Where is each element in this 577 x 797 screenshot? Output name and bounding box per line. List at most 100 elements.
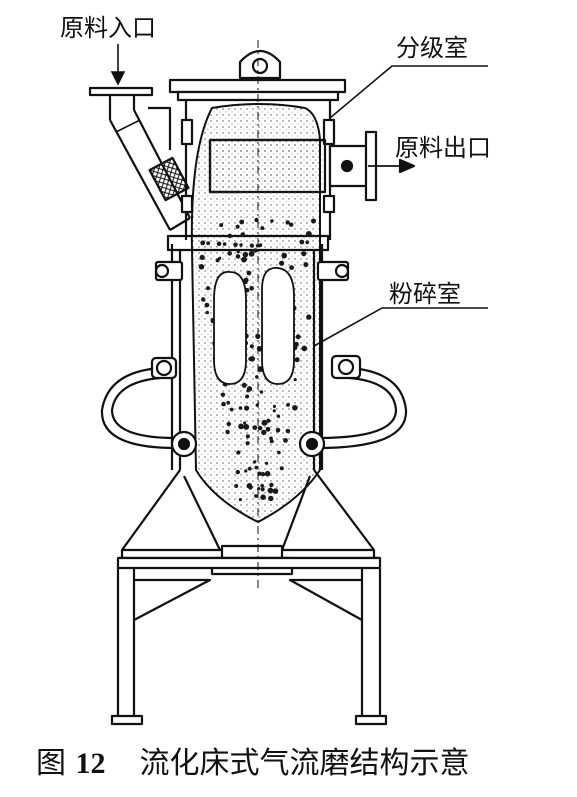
particle-dot [285, 428, 291, 434]
particle-dot [272, 404, 277, 408]
particle-dot [241, 382, 247, 388]
particle-dot [201, 297, 206, 302]
particle-dot [260, 226, 265, 231]
particle-dot [238, 406, 243, 410]
particle-dot [275, 427, 281, 433]
lifting-lug [238, 49, 282, 80]
particle-dot [250, 356, 255, 362]
particle-dot [235, 224, 240, 229]
particle-dot [254, 494, 258, 498]
particle-dot [238, 423, 245, 430]
particle-dot [242, 251, 249, 258]
particle-dot [279, 466, 284, 471]
particle-dot [234, 484, 239, 488]
particle-dot [253, 248, 258, 253]
particle-dot [227, 251, 232, 256]
particle-dot [305, 240, 310, 245]
particle-dot [235, 469, 240, 475]
particle-dot [279, 260, 285, 266]
particle-dot [265, 426, 271, 432]
particle-dot [283, 438, 288, 443]
particle-dot [294, 357, 300, 363]
particle-dot [254, 375, 259, 379]
particle-dot [199, 254, 205, 260]
particle-dot [246, 483, 253, 489]
particle-dot [272, 489, 276, 493]
flange-bolts [154, 260, 350, 282]
particle-dot [249, 286, 254, 291]
particle-dot [222, 242, 227, 246]
particle-dot [227, 233, 233, 239]
particle-dot [226, 400, 231, 405]
particle-dot [306, 314, 312, 320]
particle-dot [246, 389, 250, 393]
particle-dot [276, 414, 281, 418]
particle-dot [257, 471, 262, 476]
particle-dot [241, 256, 247, 263]
particle-dot [215, 258, 220, 263]
particle-dot [216, 241, 222, 247]
air-nozzle-pipe-left [100, 356, 198, 458]
particle-dot [301, 251, 307, 257]
particle-dot [220, 392, 226, 397]
particle-dot [266, 418, 271, 423]
particle-dot [269, 439, 274, 444]
particle-dot [253, 460, 257, 464]
particle-dot [205, 286, 211, 291]
particle-dot [259, 390, 264, 394]
particle-dot [293, 378, 297, 382]
particle-dot [249, 243, 254, 248]
particle-dot [247, 466, 252, 471]
particle-dot [292, 405, 298, 411]
caption-title: 流化床式气流磨结构示意 [139, 746, 470, 781]
particle-dot [260, 472, 266, 477]
particle-dot [260, 487, 265, 492]
particle-dot [265, 461, 269, 465]
particle-dot [272, 409, 276, 413]
label-feed-inlet: 原料入口 [60, 14, 156, 42]
particle-dot [255, 403, 259, 407]
particle-dot [267, 487, 274, 494]
particle-dot [245, 434, 250, 439]
particle-dot [254, 217, 259, 223]
particle-dot [245, 394, 250, 399]
particle-dot [235, 254, 241, 259]
particle-dot [261, 419, 268, 426]
particle-dot [301, 345, 308, 352]
feed-inlet-pipe [88, 86, 191, 231]
particle-dot [269, 436, 273, 441]
particle-dot [236, 249, 240, 254]
grinding-leader [313, 307, 488, 347]
particle-dot [233, 242, 238, 247]
particle-dot [262, 495, 266, 500]
particle-dot [243, 424, 250, 430]
particle-dot [257, 487, 261, 491]
particle-dot [245, 441, 250, 446]
air-nozzle-pipe-right [298, 354, 408, 458]
particle-dot [249, 344, 254, 349]
particle-dot [219, 223, 224, 228]
inlet-arrowhead [110, 71, 126, 86]
particle-dot [289, 265, 294, 270]
particle-dot [255, 244, 259, 248]
jet-plumes [213, 267, 295, 385]
particle-dot [285, 220, 290, 225]
label-classifier-chamber: 分级室 [396, 34, 468, 62]
particle-dot [289, 222, 294, 227]
particle-dot [258, 243, 263, 248]
support-frame [110, 556, 388, 726]
particle-dot [246, 270, 252, 276]
particle-dot [240, 232, 246, 237]
particle-dot [277, 450, 281, 455]
particle-dot [198, 264, 205, 270]
particle-dot [256, 346, 263, 352]
particle-dot [244, 405, 250, 411]
particle-dot [243, 421, 247, 425]
particle-dot [269, 482, 274, 488]
particle-dot [293, 341, 299, 347]
particle-dot [260, 483, 265, 488]
particle-dot [225, 429, 230, 435]
particle-dot [206, 241, 211, 246]
particle-dot [205, 310, 209, 315]
